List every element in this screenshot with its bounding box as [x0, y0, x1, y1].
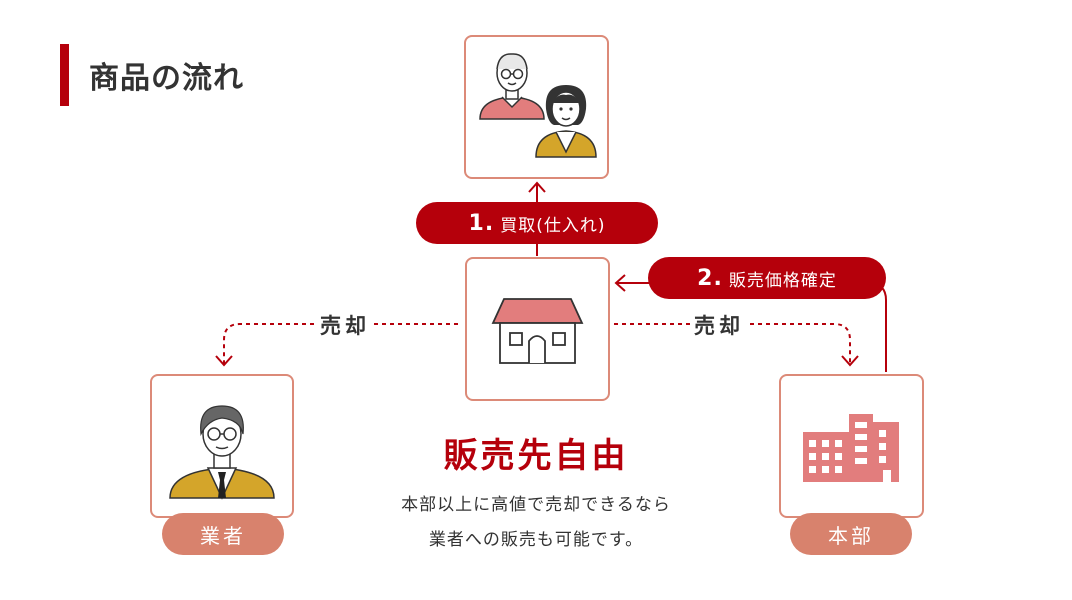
- step2-number: 2.: [697, 265, 723, 291]
- office-building-icon: [803, 414, 899, 482]
- page-title: 商品の流れ: [89, 61, 244, 96]
- step1-purchase-label: 1. 買取(仕入れ): [416, 202, 658, 244]
- dealer-node: [150, 374, 294, 518]
- free-sales-title: 販売先自由: [443, 436, 629, 476]
- description-line-2: 業者への販売も可能です。: [428, 530, 644, 550]
- description-line-1: 本部以上に高値で売却できるなら: [401, 495, 671, 515]
- arrow-to-customers-head: [528, 181, 546, 193]
- dealer-label: 業者: [162, 513, 284, 555]
- dotted-arrow-to-hq-head: [841, 355, 859, 367]
- step1-number: 1.: [468, 210, 495, 236]
- hq-node: [779, 374, 924, 518]
- step1-text: 買取(仕入れ): [500, 215, 606, 236]
- house-icon: [491, 298, 584, 364]
- section-heading: 商品の流れ: [60, 44, 244, 106]
- step2-price-label: 2. 販売価格確定: [648, 257, 886, 299]
- sell-label-right: 売却: [690, 310, 748, 340]
- heading-accent-bar: [60, 44, 69, 106]
- customers-node: [464, 35, 609, 179]
- businessman-icon: [169, 405, 275, 500]
- elderly-couple-icon: [479, 53, 597, 158]
- sell-label-left: 売却: [316, 310, 374, 340]
- hq-label: 本部: [790, 513, 912, 555]
- store-node: [465, 257, 610, 401]
- dotted-arrow-to-dealer-head: [215, 355, 233, 367]
- step2-text: 販売価格確定: [728, 270, 837, 291]
- arrow-from-hq-head: [614, 274, 626, 292]
